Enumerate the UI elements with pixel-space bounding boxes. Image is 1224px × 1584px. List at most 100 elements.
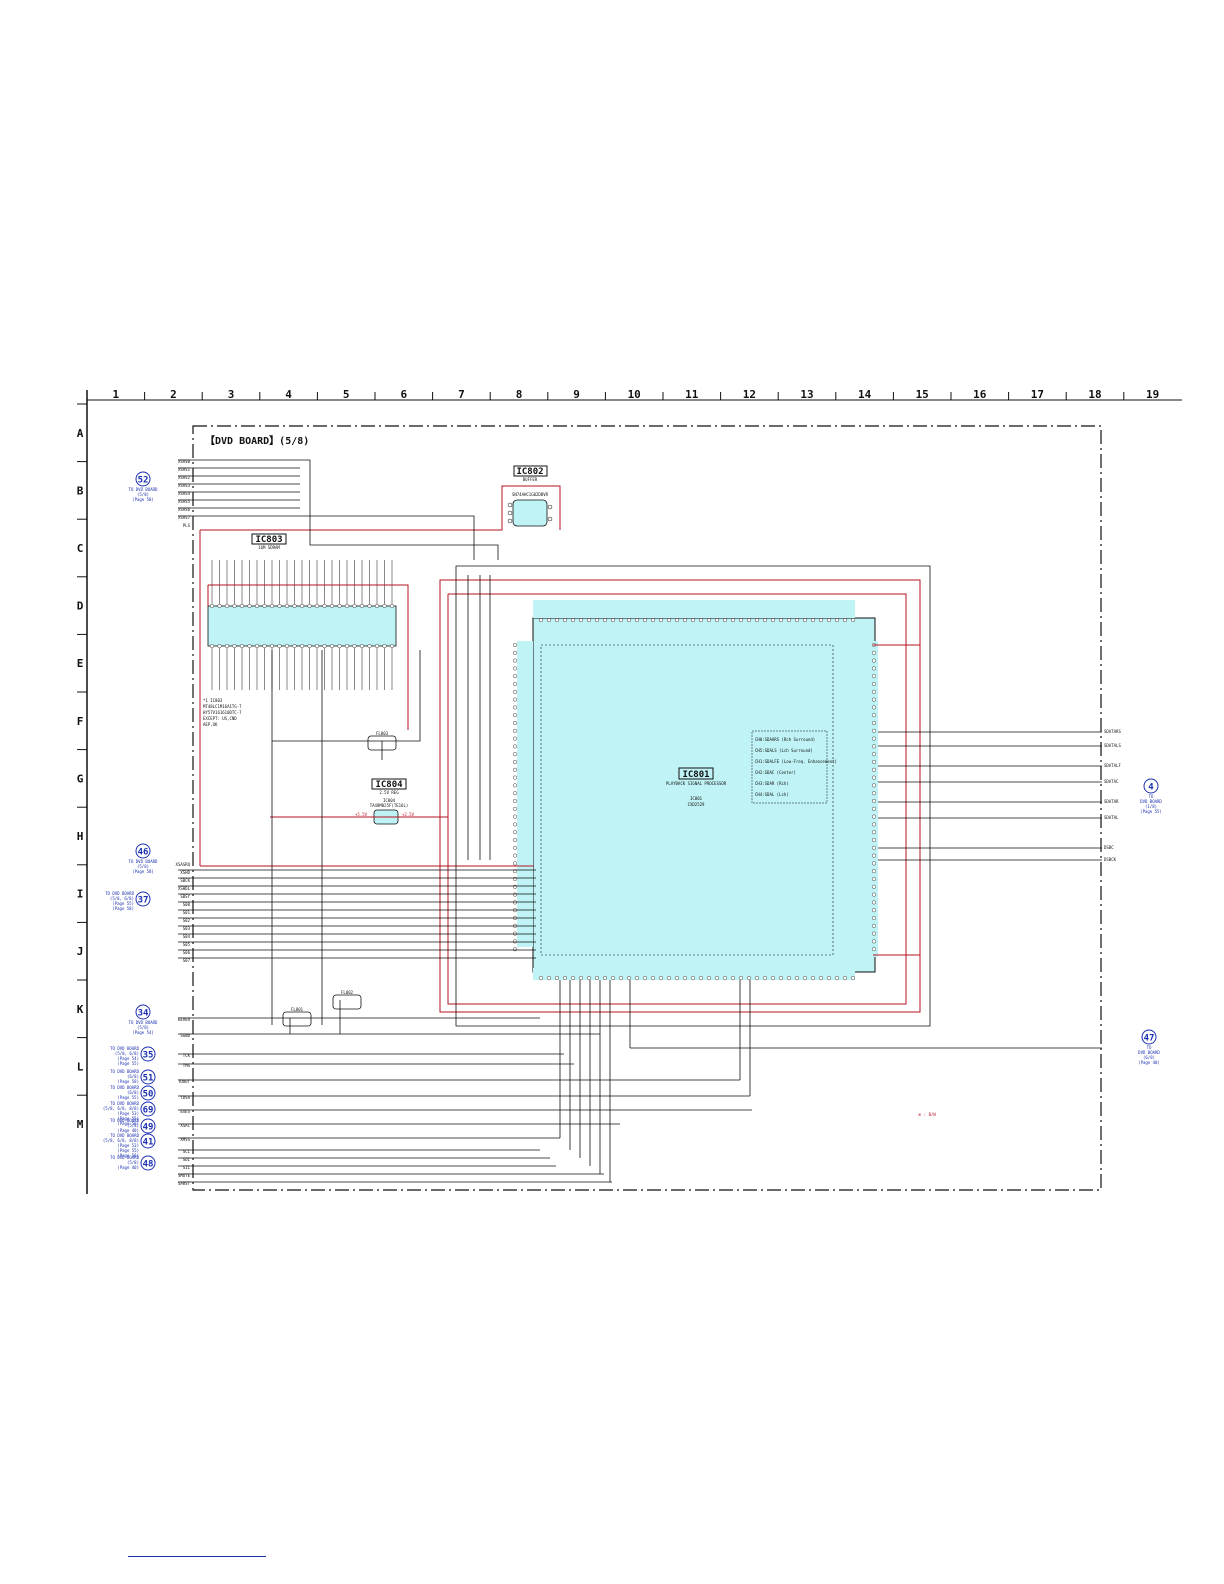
- grid-col-6: 6: [400, 388, 407, 401]
- ic803-pin-top: [345, 604, 350, 609]
- ic801-pin-right: [872, 674, 877, 679]
- ic803-pin-top: [375, 604, 380, 609]
- ic801-pin-left: [513, 689, 518, 694]
- ic801-pin-right: [872, 713, 877, 718]
- grid-row-F: F: [77, 715, 84, 728]
- svg-text:AEP,UK: AEP,UK: [203, 722, 218, 727]
- ic801-pin-top: [691, 618, 696, 623]
- bottom-pin-label: SII: [183, 1165, 191, 1170]
- svg-text:(Page 58): (Page 58): [117, 1079, 139, 1084]
- ic801-pin-bottom: [715, 976, 720, 981]
- ic801-pin-bottom: [619, 976, 624, 981]
- ic802-part: SN74AHC1G02DBVR: [512, 492, 549, 497]
- ic801: IC801 PLAYBACK SIGNAL PROCESSOR IC801 CX…: [513, 600, 878, 981]
- ic803-pin-top: [330, 604, 335, 609]
- svg-text:(Page 53): (Page 53): [117, 1111, 139, 1116]
- bottom-pin-label: TMS: [183, 1063, 191, 1068]
- ic801-pin-bottom: [707, 976, 712, 981]
- ic803-pin-top: [262, 604, 267, 609]
- svg-text:37: 37: [138, 896, 149, 906]
- ic801-pin-top: [763, 618, 768, 623]
- svg-text:*1 IC803: *1 IC803: [203, 698, 223, 703]
- ic801-pin-right: [872, 869, 877, 874]
- channel-box-line: CH4:SDAL (Lch): [755, 792, 789, 797]
- ic801-pin-right: [872, 877, 877, 882]
- grid-col-17: 17: [1031, 388, 1044, 401]
- grid-col-19: 19: [1146, 388, 1159, 401]
- ic801-pin-bottom: [811, 976, 816, 981]
- ic801-pin-top: [779, 618, 784, 623]
- svg-text:(Page 58): (Page 58): [132, 869, 154, 874]
- ic803-pin-bottom: [224, 644, 229, 649]
- ic803-pin-top: [277, 604, 282, 609]
- ic803-function: 16M SDRAM: [258, 545, 280, 550]
- ic801-ref: IC801: [690, 796, 703, 801]
- svg-text:DVD BOARD: DVD BOARD: [1140, 799, 1162, 804]
- ic801-pin-left: [513, 744, 518, 749]
- ic803-pin-bottom: [390, 644, 395, 649]
- ic801-pin-left: [513, 830, 518, 835]
- ic804-ref: IC804: [383, 798, 396, 803]
- grid-row-I: I: [77, 888, 84, 901]
- ic801-pin-bottom: [851, 976, 856, 981]
- wiring: [178, 459, 1102, 1183]
- svg-text:EXCEPT: US,CND: EXCEPT: US,CND: [203, 716, 237, 721]
- ic801-pin-right: [872, 822, 877, 827]
- svg-text:(Page 58): (Page 58): [132, 497, 154, 502]
- svg-text:(5/8): (5/8): [137, 492, 149, 497]
- ic801-pin-top: [651, 618, 656, 623]
- left-pin-label: XSAS4: [178, 491, 191, 496]
- ic801-pin-left: [513, 783, 518, 788]
- board-frame: [192, 425, 1102, 1191]
- ic803-pin-bottom: [382, 644, 387, 649]
- ic803-pin-bottom: [277, 644, 282, 649]
- ic801-pin-top: [675, 618, 680, 623]
- ic803-pin-top: [209, 604, 214, 609]
- svg-text:(Page 55): (Page 55): [117, 1061, 139, 1066]
- svg-text:TO DVD BOARD: TO DVD BOARD: [129, 487, 158, 492]
- ic801-pin-top: [659, 618, 664, 623]
- ic801-pin-right: [872, 767, 877, 772]
- svg-text:(Page 55): (Page 55): [117, 1116, 139, 1121]
- ic801-pin-left: [513, 760, 518, 765]
- channel-box-line: CH3:SDAR (Rch): [755, 781, 789, 786]
- grid-col-13: 13: [800, 388, 813, 401]
- ic801-pin-left: [513, 853, 518, 858]
- ic803-pin-bottom: [232, 644, 237, 649]
- ic801-pin-right: [872, 939, 877, 944]
- ic801-pin-top: [571, 618, 576, 623]
- ic801-pin-top: [787, 618, 792, 623]
- bottom-pin-label: TDOUT: [178, 1079, 191, 1084]
- ic801-pin-right: [872, 853, 877, 858]
- ic801-pin-left: [513, 721, 518, 726]
- ic803-pin-bottom: [209, 644, 214, 649]
- channel-box-line: CH2:SDAC (Center): [755, 770, 796, 775]
- ic801-pin-top: [835, 618, 840, 623]
- grid-row-J: J: [77, 945, 84, 958]
- grid-col-14: 14: [858, 388, 872, 401]
- svg-text:46: 46: [138, 848, 149, 858]
- grid-col-18: 18: [1088, 388, 1101, 401]
- ic803-pin-top: [322, 604, 327, 609]
- ic801-pin-right: [872, 814, 877, 819]
- ic801-pin-bottom: [579, 976, 584, 981]
- ic801-pin-right: [872, 884, 877, 889]
- ic801-pin-top: [603, 618, 608, 623]
- bottom-pin-label: SGND: [180, 1033, 190, 1038]
- grid-row-B: B: [77, 484, 84, 497]
- ic803-pin-top: [292, 604, 297, 609]
- grid-col-7: 7: [458, 388, 465, 401]
- left-pin-label: PLS: [183, 523, 191, 528]
- ic801-pin-right: [872, 736, 877, 741]
- ic801-pin-right: [872, 744, 877, 749]
- left-lower-pin-label: S01: [183, 910, 191, 915]
- ic803-pin-bottom: [307, 644, 312, 649]
- ic801-pin-right: [872, 916, 877, 921]
- bottom-pin-label: SMUTE: [178, 1173, 191, 1178]
- svg-text:TO DVD BOARD: TO DVD BOARD: [129, 1020, 158, 1025]
